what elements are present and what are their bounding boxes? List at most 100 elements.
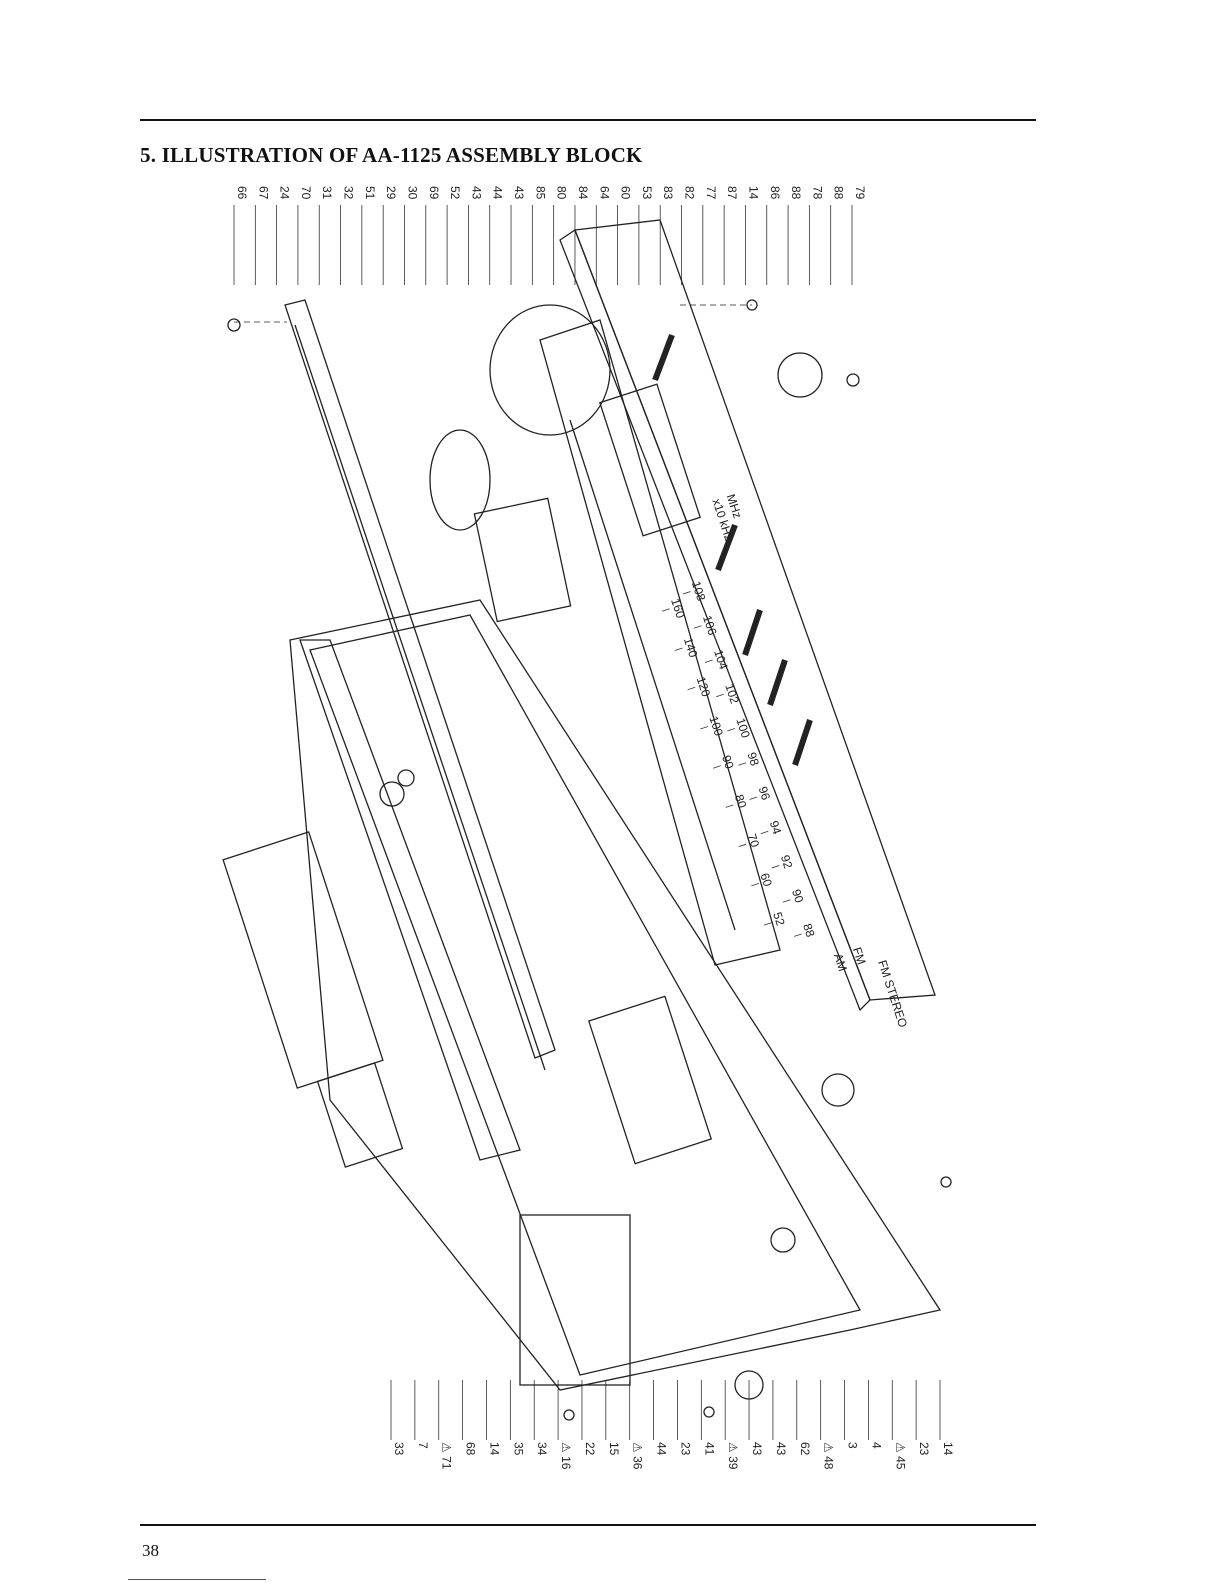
nut — [379, 781, 405, 807]
page-number: 38 — [142, 1541, 159, 1560]
chassis-tray — [309, 614, 861, 1376]
header-rule — [140, 119, 1036, 121]
bottom-label-13: 41 — [702, 1442, 716, 1456]
screw-14-side — [563, 1409, 575, 1421]
top-label-13: 43 — [512, 186, 526, 200]
dial-label-am: AM — [831, 952, 850, 973]
bottom-label-12: 23 — [678, 1442, 692, 1456]
dial-bottom-tick-label-4: 90 — [719, 753, 737, 770]
dial-top-tick-label-1: 90 — [789, 887, 807, 904]
screw-66 — [227, 318, 241, 332]
bottom-label-0: 33 — [392, 1442, 406, 1456]
dial-bottom-tick-label-2: 70 — [745, 832, 763, 849]
dial-top-tick-label-2: 92 — [778, 853, 796, 870]
dial-bottom-tick-1 — [751, 883, 760, 887]
bottom-label-5: 35 — [511, 1442, 525, 1456]
top-label-17: 64 — [597, 186, 611, 200]
top-label-8: 30 — [405, 186, 419, 200]
chassis-base — [289, 599, 942, 1391]
top-label-27: 78 — [810, 186, 824, 200]
dial-bottom-tick-label-7: 140 — [681, 636, 701, 660]
washer — [397, 769, 415, 787]
bottom-label-22: 23 — [917, 1442, 931, 1456]
bottom-label-9: 15 — [607, 1442, 621, 1456]
top-label-25: 86 — [768, 186, 782, 200]
top-rail — [284, 299, 556, 1059]
screw-14-right — [940, 1176, 952, 1188]
dial-top-tick-3 — [760, 830, 769, 835]
bottom-label-19: 3 — [846, 1442, 860, 1449]
dial-top-tick-0 — [793, 933, 802, 937]
top-label-16: 84 — [576, 186, 590, 200]
dial-top-tick-label-3: 94 — [767, 819, 785, 836]
shaft-4 — [767, 659, 788, 706]
bottom-label-20: 4 — [869, 1442, 883, 1449]
dial-plate — [539, 319, 781, 966]
dial-bottom-tick-label-3: 80 — [732, 793, 750, 810]
top-label-6: 51 — [363, 186, 377, 200]
bottom-label-15: 43 — [750, 1442, 764, 1456]
page-title: 5. ILLUSTRATION OF AA-1125 ASSEMBLY BLOC… — [140, 143, 643, 167]
bottom-label-21: ⚠ 45 — [893, 1442, 907, 1470]
dial-top-tick-label-8: 104 — [711, 648, 731, 672]
bottom-label-8: 22 — [583, 1442, 597, 1456]
transformer — [587, 995, 713, 1165]
dial-top-tick-10 — [682, 591, 691, 595]
dial-scale-line — [569, 419, 736, 931]
screw-14-top — [746, 299, 758, 311]
bottom-label-17: 62 — [798, 1442, 812, 1456]
terminal-board — [519, 1214, 631, 1386]
top-label-11: 43 — [469, 186, 483, 200]
dial-bottom-tick-0 — [763, 922, 772, 926]
shaft-1 — [652, 333, 675, 382]
dial-label-fm: FM — [850, 945, 869, 966]
top-label-5: 32 — [342, 186, 356, 200]
bottom-label-11: 44 — [655, 1442, 669, 1456]
front-panel — [574, 219, 936, 1001]
shaft-3 — [742, 609, 763, 656]
dial-bottom-tick-label-8: 160 — [668, 597, 688, 621]
top-label-14: 85 — [533, 186, 547, 200]
top-label-0: 66 — [235, 186, 249, 200]
knob-screw — [846, 373, 860, 387]
bottom-label-16: 43 — [774, 1442, 788, 1456]
dial-drum — [429, 429, 491, 531]
top-label-24: 14 — [746, 186, 760, 200]
top-label-18: 60 — [619, 186, 633, 200]
bottom-label-1: 7 — [416, 1442, 430, 1449]
dial-bottom-tick-label-0: 52 — [770, 910, 788, 927]
antenna-coil — [316, 1062, 404, 1168]
dial-top-tick-label-4: 96 — [756, 785, 774, 802]
assembly-drawing — [222, 219, 952, 1421]
shaft-2 — [715, 523, 738, 572]
dial-label-fm-stereo: FM STEREO — [875, 958, 910, 1029]
dial-bottom-tick-6 — [687, 686, 696, 691]
dial-bottom-tick-label-1: 60 — [757, 871, 775, 888]
top-label-26: 88 — [789, 186, 803, 200]
dial-bottom-tick-4 — [712, 765, 721, 769]
bar-antenna — [222, 831, 384, 1089]
dial-top-tick-2 — [771, 865, 780, 869]
dial-top-tick-9 — [693, 625, 702, 629]
top-label-4: 31 — [320, 186, 334, 200]
dial-top-tick-label-6: 100 — [733, 716, 753, 740]
shaft-5 — [792, 719, 813, 766]
hole-2 — [770, 1227, 796, 1253]
top-label-19: 53 — [640, 186, 654, 200]
dial-top-tick-1 — [782, 899, 791, 903]
bottom-label-23: 14 — [941, 1442, 955, 1456]
top-label-12: 44 — [491, 186, 505, 200]
dial-top-tick-4 — [749, 796, 758, 800]
dial-top-tick-label-9: 106 — [700, 614, 720, 638]
dial-bottom-tick-7 — [674, 647, 683, 651]
bottom-label-2: ⚠ 71 — [440, 1442, 454, 1470]
top-label-15: 80 — [555, 186, 569, 200]
top-label-23: 87 — [725, 186, 739, 200]
top-label-2: 24 — [278, 186, 292, 200]
tuning-gang — [473, 497, 572, 623]
footer-rule — [140, 1524, 1036, 1526]
